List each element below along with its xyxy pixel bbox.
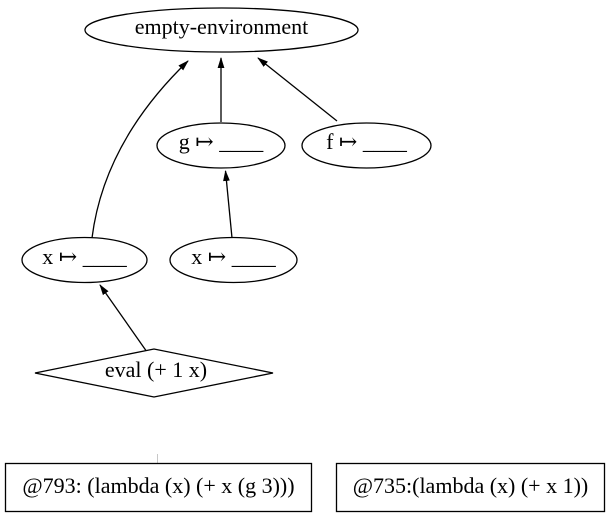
edge-eval-to-frame-x-outer [99,284,148,353]
node-empty-environment [84,7,359,53]
label-frame-g: g ↦ ____ [179,129,264,154]
label-frame-x-outer: x ↦ ____ [42,244,127,269]
node-proc-735-box [335,462,606,513]
node-proc-793-box [4,462,313,513]
label-proc-793: @793: (lambda (x) (+ x (g 3))) [22,473,294,498]
label-empty-environment: empty-environment [135,14,309,39]
node-eval-diamond [34,348,274,398]
node-frame-x-outer [21,236,148,284]
label-proc-735: @735:(lambda (x) (+ x 1)) [353,473,589,498]
label-frame-f: f ↦ ____ [326,129,408,154]
label-frame-x-inner: x ↦ ____ [191,244,276,269]
edge-frame-f-to-empty-environment [257,57,338,122]
node-frame-f [301,122,432,169]
node-frame-x-inner [169,236,298,284]
edge-frame-x-outer-to-empty-environment [91,60,189,239]
label-eval: eval (+ 1 x) [105,357,207,382]
node-frame-g [156,122,286,169]
edge-frame-x-inner-to-frame-g [223,170,233,239]
